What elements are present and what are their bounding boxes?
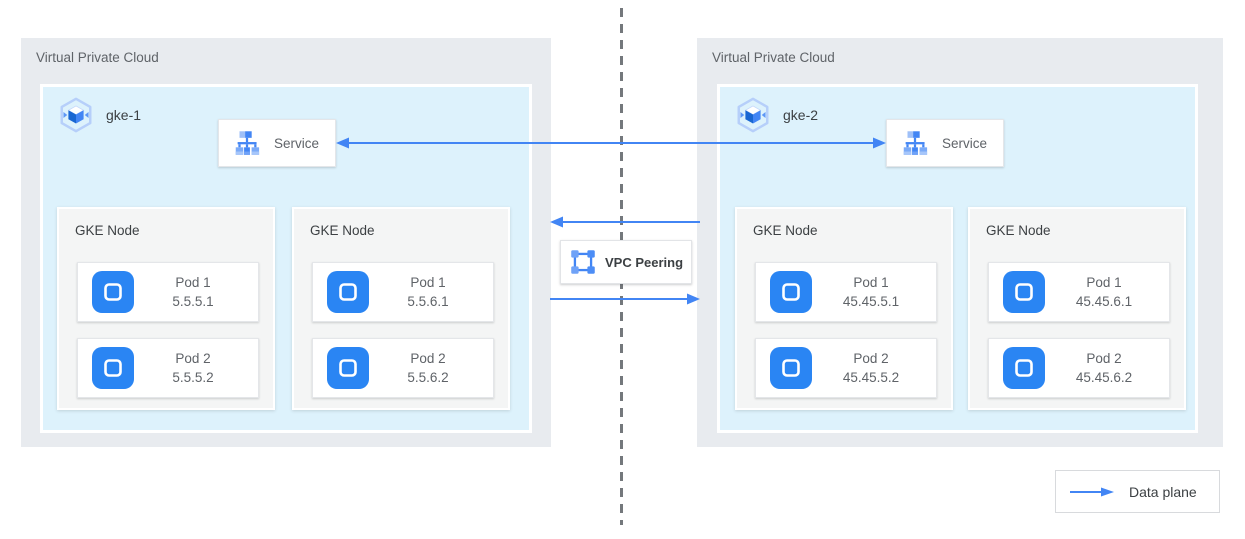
service-box-gke-2: Service: [886, 119, 1004, 167]
service-icon: [235, 131, 260, 155]
pod-icon: [92, 271, 134, 313]
pod-card: Pod 2 45.45.6.2: [988, 338, 1170, 398]
pod-name: Pod 2: [1086, 351, 1122, 366]
pod-texts: Pod 1 45.45.5.1: [812, 276, 936, 308]
pod-icon: [770, 271, 812, 313]
pod-name: Pod 1: [1086, 275, 1122, 290]
gke-node-1-2: GKE Node Pod 1 5.5.6.1: [292, 207, 510, 410]
gke-node-label: GKE Node: [753, 223, 818, 238]
cluster-gke-2: gke-2 Service: [717, 84, 1198, 433]
pod-name: Pod 2: [175, 351, 211, 366]
cluster-gke-2-header: gke-2: [734, 96, 818, 134]
pod-card: Pod 1 5.5.5.1: [77, 262, 259, 322]
pod-ip: 45.45.5.1: [842, 293, 900, 309]
cluster-gke-1: gke-1 Service: [40, 84, 532, 433]
gke-node-label: GKE Node: [310, 223, 375, 238]
pod-icon: [327, 271, 369, 313]
gke-cluster-icon: [737, 97, 769, 133]
pod-texts: Pod 1 5.5.6.1: [369, 276, 493, 308]
vpc-peering-label: VPC Peering: [605, 254, 684, 270]
vpc-2-label: Virtual Private Cloud: [712, 50, 835, 65]
cluster-gke-1-header: gke-1: [57, 96, 141, 134]
pod-texts: Pod 2 45.45.6.2: [1045, 352, 1169, 384]
pod-card: Pod 1 45.45.6.1: [988, 262, 1170, 322]
pod-texts: Pod 2 5.5.5.2: [134, 352, 258, 384]
pod-ip: 45.45.5.2: [842, 369, 900, 385]
pod-texts: Pod 2 45.45.5.2: [812, 352, 936, 384]
vpc-1-container: Virtual Private Cloud gke-1: [21, 38, 551, 447]
vpc-1-label: Virtual Private Cloud: [36, 50, 159, 65]
vpc-peering-box: VPC Peering: [560, 240, 692, 284]
pod-name: Pod 1: [853, 275, 889, 290]
legend-label: Data plane: [1129, 483, 1197, 500]
pod-texts: Pod 1 5.5.5.1: [134, 276, 258, 308]
pod-icon: [92, 347, 134, 389]
pod-card: Pod 1 5.5.6.1: [312, 262, 494, 322]
service-label: Service: [274, 135, 320, 151]
pod-name: Pod 2: [853, 351, 889, 366]
pod-name: Pod 2: [410, 351, 446, 366]
legend-data-plane: Data plane: [1055, 470, 1220, 513]
pod-texts: Pod 1 45.45.6.1: [1045, 276, 1169, 308]
pod-icon: [1003, 271, 1045, 313]
gke-node-1-1: GKE Node Pod 1 5.5.5.1: [57, 207, 275, 410]
pod-ip: 5.5.6.2: [407, 369, 449, 385]
vpc-2-container: Virtual Private Cloud gke-2: [697, 38, 1223, 447]
gke-node-label: GKE Node: [75, 223, 140, 238]
pod-card: Pod 2 5.5.6.2: [312, 338, 494, 398]
vpc-peering-icon: [571, 250, 595, 274]
pod-icon: [1003, 347, 1045, 389]
pod-card: Pod 2 5.5.5.2: [77, 338, 259, 398]
gke-node-2-2: GKE Node Pod 1 45.45.6.1: [968, 207, 1186, 410]
pod-name: Pod 1: [175, 275, 211, 290]
pod-ip: 5.5.5.2: [172, 369, 214, 385]
pod-ip: 5.5.5.1: [172, 293, 214, 309]
service-box-gke-1: Service: [218, 119, 336, 167]
pod-card: Pod 1 45.45.5.1: [755, 262, 937, 322]
cluster-name: gke-1: [106, 107, 142, 123]
gke-node-2-1: GKE Node Pod 1 45.45.5.1: [735, 207, 953, 410]
pod-name: Pod 1: [410, 275, 446, 290]
pod-icon: [327, 347, 369, 389]
cluster-name: gke-2: [783, 107, 819, 123]
pod-ip: 45.45.6.2: [1075, 369, 1133, 385]
arrow-right-icon: [1070, 487, 1114, 496]
pod-icon: [770, 347, 812, 389]
pod-ip: 5.5.6.1: [407, 293, 449, 309]
pod-card: Pod 2 45.45.5.2: [755, 338, 937, 398]
pod-texts: Pod 2 5.5.6.2: [369, 352, 493, 384]
gke-cluster-icon: [60, 97, 92, 133]
service-icon: [903, 131, 928, 155]
gke-node-label: GKE Node: [986, 223, 1051, 238]
service-label: Service: [942, 135, 988, 151]
pod-ip: 45.45.6.1: [1075, 293, 1133, 309]
